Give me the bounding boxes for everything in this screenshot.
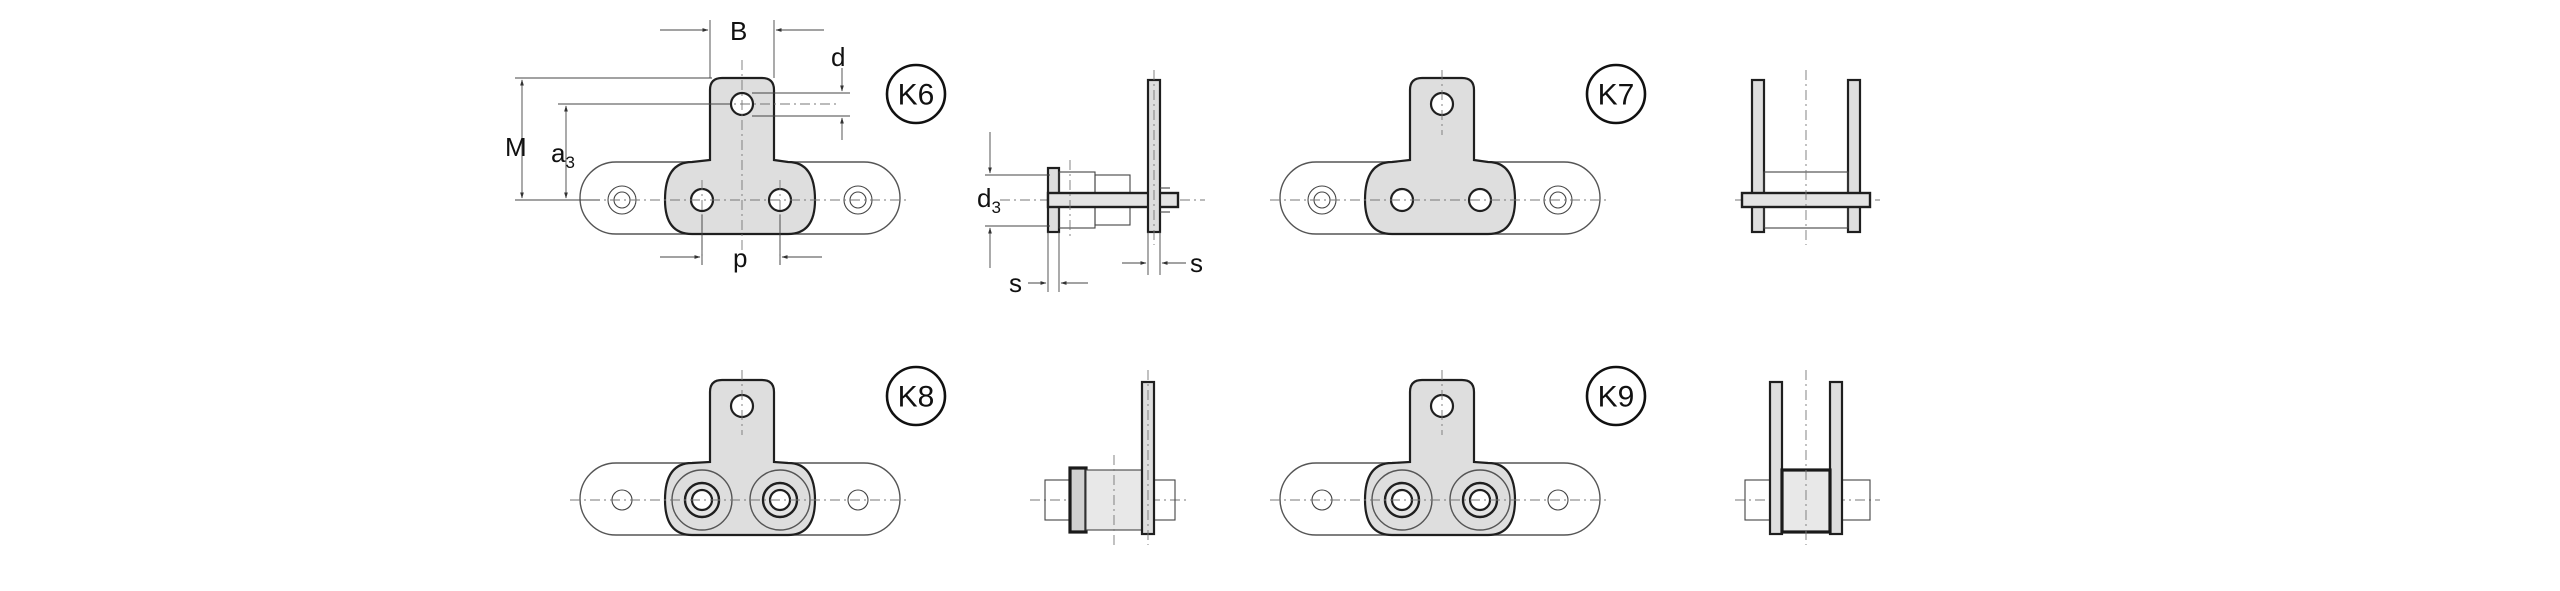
k8-side-view: [1030, 370, 1190, 545]
svg-text:K6: K6: [898, 79, 935, 112]
k9-side-view: [1735, 370, 1880, 545]
dim-s-right-label: s: [1190, 248, 1203, 278]
k9-tag: K9: [1585, 365, 1647, 427]
k6-side-view: d3 s s: [977, 70, 1205, 298]
k6-tag: K6: [885, 63, 947, 125]
k7-front-view: [1270, 70, 1610, 236]
k8-tag: K8: [885, 365, 947, 427]
k9-front-view: [1270, 370, 1610, 537]
dim-p-label: p: [733, 243, 747, 273]
dim-d3-label: d3: [977, 183, 1001, 217]
dim-s-left-label: s: [1009, 268, 1022, 298]
dim-m-label: M: [505, 132, 527, 162]
k6-front-view: B d M a3 p: [505, 16, 910, 273]
svg-text:K8: K8: [898, 381, 935, 414]
svg-text:K7: K7: [1598, 79, 1635, 112]
k7-tag: K7: [1585, 63, 1647, 125]
k8-front-view: [570, 370, 910, 537]
dim-a3-label: a3: [551, 138, 575, 172]
k7-side-view: [1735, 70, 1880, 245]
svg-text:K9: K9: [1598, 381, 1635, 414]
dim-b-label: B: [730, 16, 747, 46]
dim-d-label: d: [831, 42, 845, 72]
